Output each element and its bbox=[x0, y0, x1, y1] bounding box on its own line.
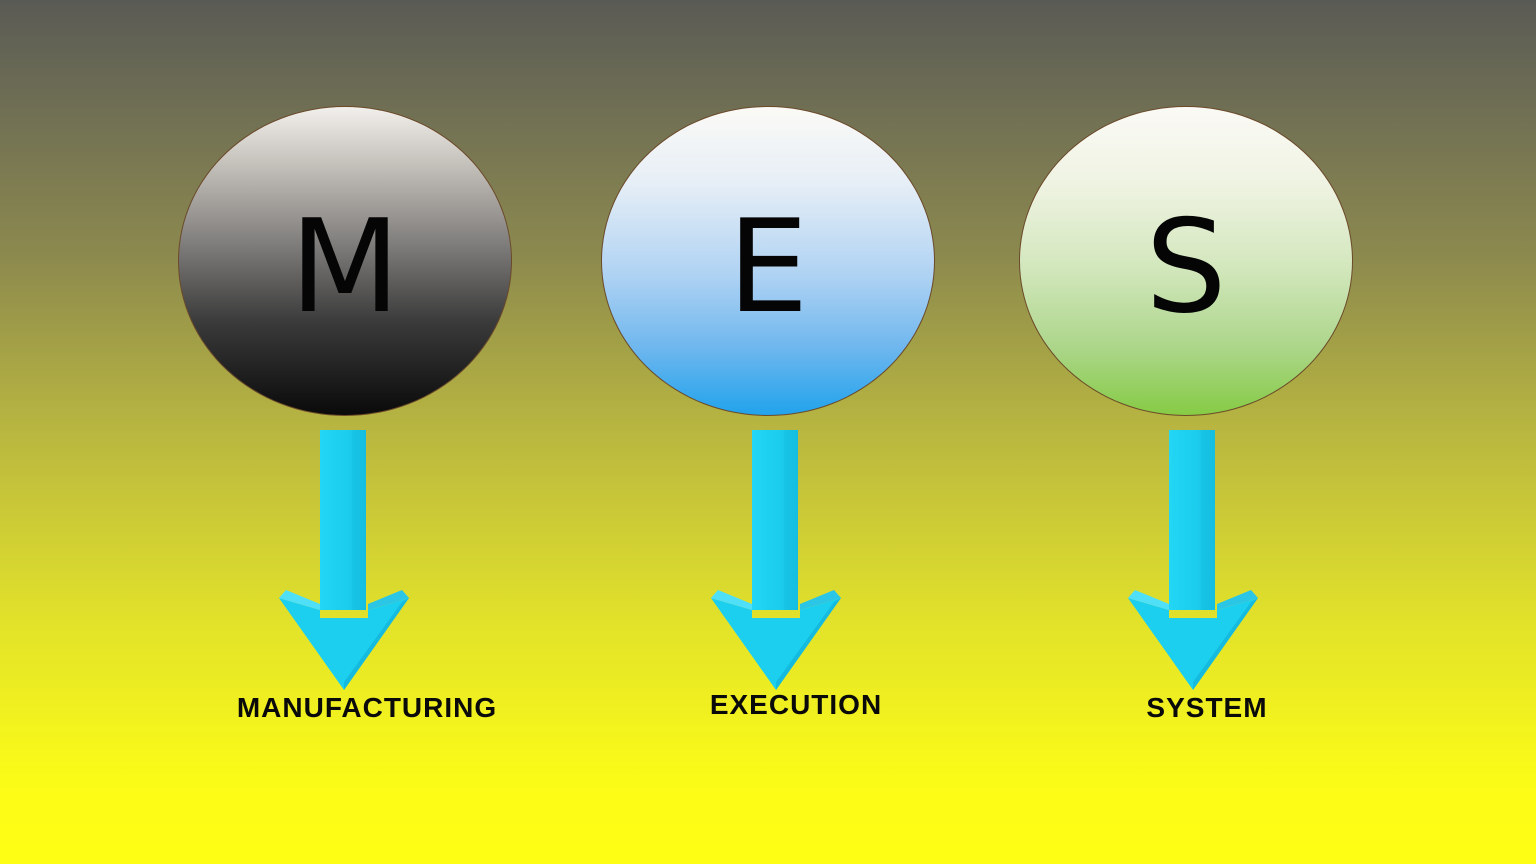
circle-m: M bbox=[178, 106, 512, 416]
label-system: SYSTEM bbox=[1146, 692, 1268, 723]
circle-s: S bbox=[1019, 106, 1353, 416]
letter-e: E bbox=[727, 193, 809, 342]
letter-s: S bbox=[1145, 193, 1227, 342]
circle-e: E bbox=[601, 106, 935, 416]
label-execution: EXECUTION bbox=[709, 689, 883, 720]
down-arrow-icon bbox=[279, 430, 409, 690]
down-arrow-icon bbox=[1128, 430, 1258, 690]
letter-m: M bbox=[289, 193, 401, 342]
label-manufacturing: MANUFACTURING bbox=[236, 692, 498, 723]
down-arrow-icon bbox=[711, 430, 841, 690]
